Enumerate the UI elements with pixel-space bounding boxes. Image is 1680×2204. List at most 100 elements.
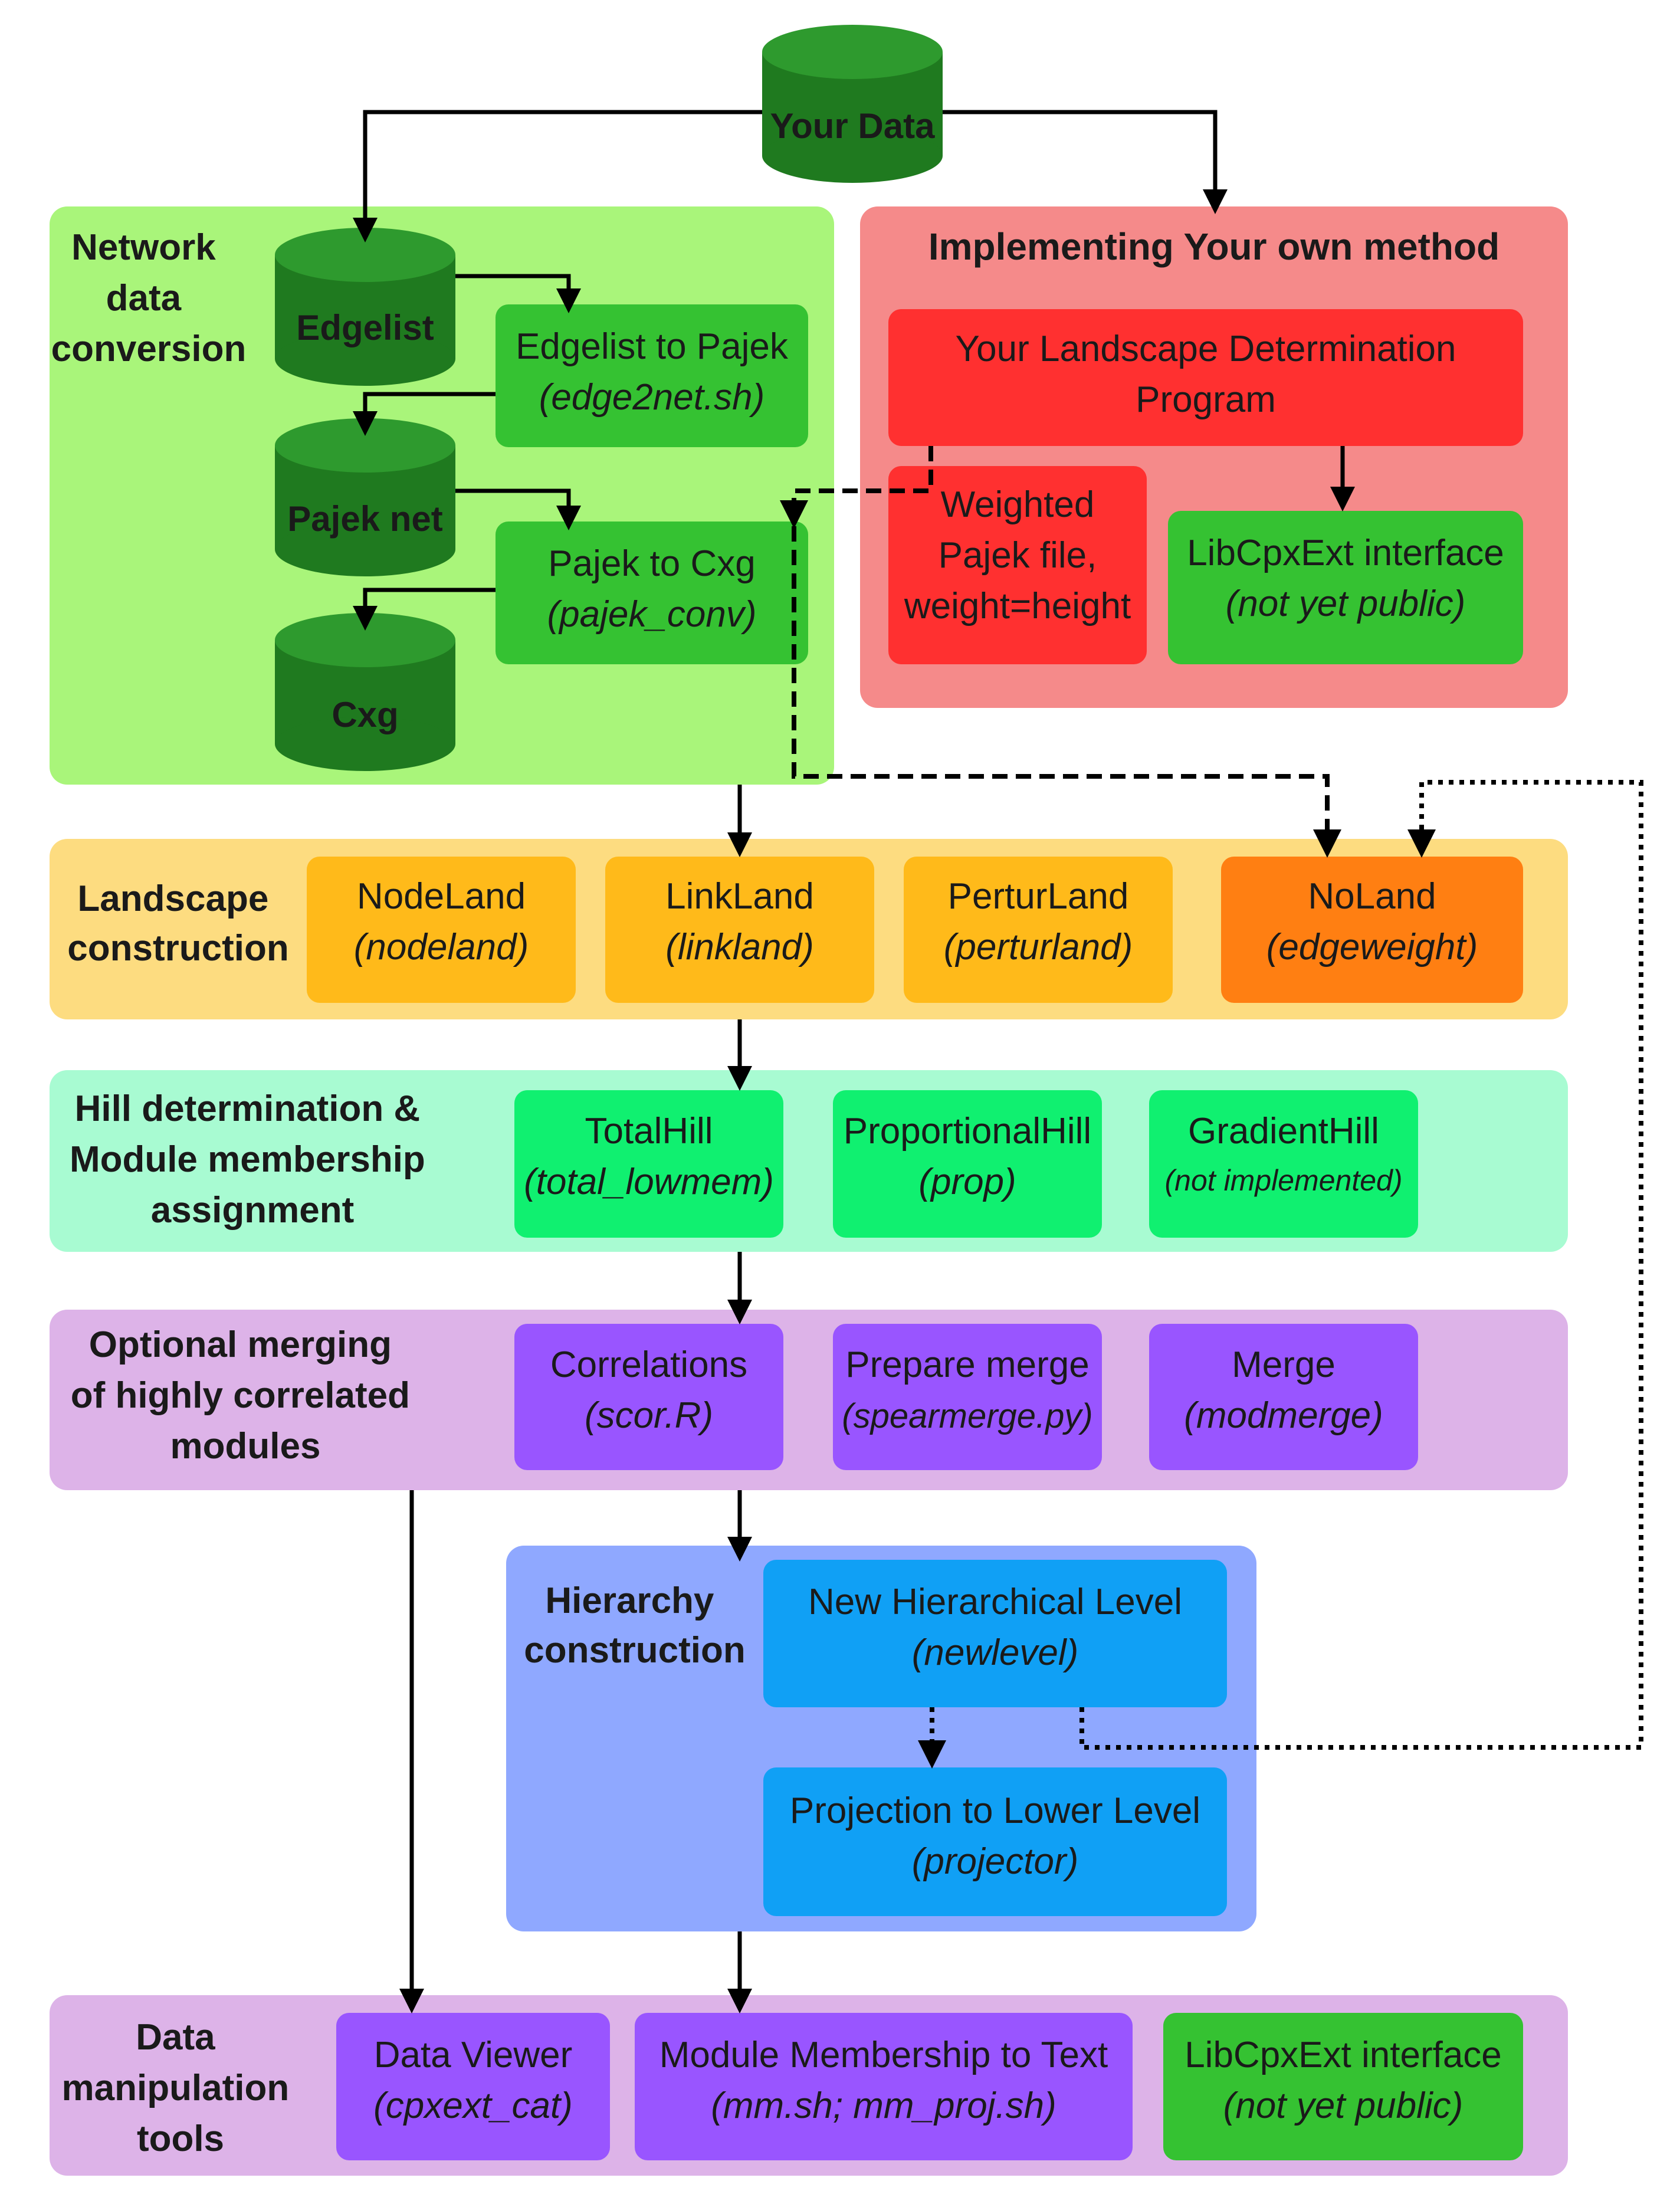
- weighted-line1: Weighted: [941, 484, 1095, 525]
- prepare-merge-cmd: (spearmerge.py): [842, 1397, 1092, 1435]
- weighted-line2: Pajek file,: [939, 535, 1097, 576]
- arrow-converter-to-pajek: [353, 392, 496, 436]
- network-title-line1: Network: [71, 227, 216, 268]
- libcpxext-tools-name: LibCpxExt interface: [1184, 2035, 1502, 2075]
- data-viewer-name: Data Viewer: [374, 2035, 573, 2075]
- linkland-box: LinkLand (linkland): [605, 857, 874, 1003]
- libcpxext-tools-box: LibCpxExt interface (not yet public): [1163, 2013, 1523, 2160]
- hill-title-line2: Module membership: [70, 1139, 425, 1180]
- linkland-name: LinkLand: [665, 876, 814, 917]
- arrow-pajek-to-converter: [455, 488, 581, 530]
- svg-text:Data manipulation tool: Data manipulation tools: [61, 2017, 299, 2159]
- projection-lower-level-box: Projection to Lower Level (projector): [763, 1767, 1227, 1916]
- merge-cmd: (modmerge): [1184, 1395, 1383, 1436]
- proportionalhill-cmd: (prop): [918, 1162, 1016, 1202]
- projector-name: Projection to Lower Level: [790, 1790, 1200, 1831]
- tools-title-line1: Data: [136, 2017, 215, 2058]
- edgelist-to-pajek-box: Edgelist to Pajek (edge2net.sh): [496, 304, 808, 447]
- your-data-database-icon: Your Data: [762, 25, 943, 183]
- perturland-box: PerturLand (perturland): [904, 857, 1173, 1003]
- mm-text-name: Module Membership to Text: [659, 2035, 1108, 2075]
- weighted-pajek-file-box: Weighted Pajek file, weight=height: [888, 466, 1147, 664]
- hierarchy-title-line1: Hierarchy: [545, 1580, 714, 1621]
- module-membership-text-box: Module Membership to Text (mm.sh; mm_pro…: [635, 2013, 1133, 2160]
- correlations-box: Correlations (scor.R): [514, 1324, 783, 1470]
- totalhill-name: TotalHill: [585, 1111, 713, 1152]
- arrow-data-to-method: [943, 110, 1228, 214]
- arrow-data-to-edgelist: [353, 110, 762, 242]
- svg-text:Hierarchy construction: Hierarchy construction: [524, 1580, 745, 1671]
- noland-name: NoLand: [1308, 876, 1436, 917]
- svg-text:Landscape construction: Landscape construction: [67, 878, 288, 969]
- libcpxext-method-box: LibCpxExt interface (not yet public): [1168, 511, 1523, 664]
- perturland-cmd: (perturland): [944, 927, 1133, 967]
- network-title-line2: data: [106, 278, 182, 319]
- tools-title-line3: tools: [137, 2118, 224, 2159]
- merge-name: Merge: [1232, 1344, 1336, 1385]
- mm-text-cmd: (mm.sh; mm_proj.sh): [711, 2085, 1056, 2126]
- noland-cmd: (edgeweight): [1266, 927, 1478, 967]
- projector-cmd: (projector): [912, 1841, 1079, 1882]
- pajek-to-cxg-box: Pajek to Cxg (pajek_conv): [496, 522, 808, 664]
- gradienthill-cmd: (not implemented): [1165, 1164, 1403, 1197]
- new-hierarchical-level-box: New Hierarchical Level (newlevel): [763, 1560, 1227, 1707]
- landscape-title-line1: Landscape: [77, 878, 268, 919]
- prepare-merge-name: Prepare merge: [845, 1344, 1090, 1385]
- hierarchy-title-line2: construction: [524, 1630, 745, 1671]
- dashed-arrow-program-to-pajek-conv: [780, 446, 933, 529]
- svg-text:Hill determination & Modul: Hill determination & Module membership a…: [70, 1088, 435, 1231]
- pajek-net-database-icon: Pajek net: [275, 418, 455, 576]
- merge-box: Merge (modmerge): [1149, 1324, 1418, 1470]
- arrow-converter-to-cxg: [353, 588, 496, 631]
- correlations-name: Correlations: [550, 1344, 747, 1385]
- landscape-program-line2: Program: [1136, 379, 1276, 420]
- libcpxext-method-cmd: (not yet public): [1226, 583, 1466, 624]
- landscape-program-box: Your Landscape Determination Program: [888, 309, 1523, 446]
- data-viewer-cmd: (cpxext_cat): [373, 2085, 573, 2126]
- hill-title-line1: Hill determination &: [75, 1088, 421, 1129]
- gradienthill-name: GradientHill: [1188, 1111, 1379, 1152]
- totalhill-box: TotalHill (total_lowmem): [514, 1090, 783, 1238]
- cxg-database-icon: Cxg: [275, 613, 455, 771]
- noland-box: NoLand (edgeweight): [1221, 857, 1523, 1003]
- libcpxext-method-name: LibCpxExt interface: [1187, 533, 1504, 573]
- dotted-arrow-newlevel-to-noland: [1079, 780, 1643, 1750]
- arrow-edgelist-to-converter: [455, 274, 581, 313]
- tools-title-line2: manipulation: [61, 2068, 289, 2108]
- merge-title-line3: modules: [170, 1426, 321, 1467]
- svg-text:Optional merging of highly: Optional merging of highly correlated mo…: [71, 1324, 421, 1467]
- newlevel-cmd: (newlevel): [912, 1632, 1079, 1673]
- edgelist-to-pajek-cmd: (edge2net.sh): [539, 377, 765, 418]
- landscape-program-line1: Your Landscape Determination: [955, 329, 1456, 369]
- newlevel-name: New Hierarchical Level: [808, 1582, 1182, 1622]
- perturland-name: PerturLand: [948, 876, 1129, 917]
- correlations-cmd: (scor.R): [585, 1395, 713, 1436]
- weighted-line3: weight=height: [904, 586, 1131, 627]
- edgelist-to-pajek-name: Edgelist to Pajek: [516, 326, 789, 367]
- network-title-line3: conversion: [51, 329, 247, 369]
- prepare-merge-box: Prepare merge (spearmerge.py): [833, 1324, 1102, 1470]
- landscape-title-line2: construction: [67, 928, 288, 969]
- data-viewer-box: Data Viewer (cpxext_cat): [336, 2013, 610, 2160]
- edgelist-label: Edgelist: [296, 308, 434, 347]
- proportionalhill-name: ProportionalHill: [844, 1111, 1091, 1152]
- your-data-label: Your Data: [770, 106, 936, 146]
- totalhill-cmd: (total_lowmem): [524, 1162, 774, 1202]
- edgelist-database-icon: Edgelist: [275, 228, 455, 386]
- merge-title-line2: of highly correlated: [71, 1375, 410, 1416]
- nodeland-name: NodeLand: [357, 876, 526, 917]
- dashed-arrow-to-noland: [792, 526, 1341, 858]
- nodeland-box: NodeLand (nodeland): [307, 857, 576, 1003]
- cxg-label: Cxg: [332, 695, 398, 734]
- pajek-to-cxg-name: Pajek to Cxg: [548, 543, 756, 584]
- svg-text:Network data conversio: Network data conversion: [51, 227, 247, 369]
- linkland-cmd: (linkland): [665, 927, 814, 967]
- hill-title-line3: assignment: [151, 1190, 355, 1231]
- gradienthill-box: GradientHill (not implemented): [1149, 1090, 1418, 1238]
- pajek-to-cxg-cmd: (pajek_conv): [547, 594, 757, 635]
- nodeland-cmd: (nodeland): [354, 927, 529, 967]
- merge-title-line1: Optional merging: [89, 1324, 392, 1365]
- pajek-net-label: Pajek net: [287, 499, 442, 539]
- libcpxext-tools-cmd: (not yet public): [1223, 2085, 1464, 2126]
